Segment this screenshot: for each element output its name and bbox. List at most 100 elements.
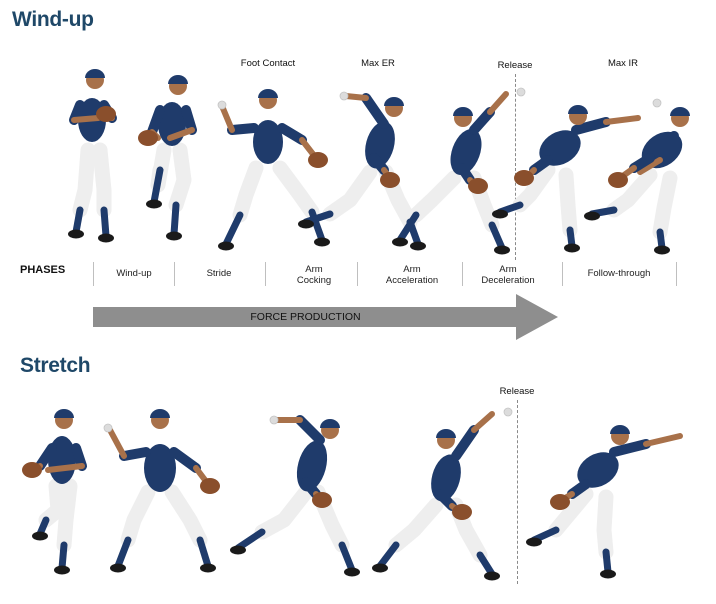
milestone-foot-contact: Foot Contact — [240, 58, 296, 69]
phase-separator — [93, 262, 94, 286]
shoe-icon — [314, 237, 330, 247]
phase-separator — [265, 262, 266, 286]
cap-icon — [150, 409, 170, 418]
release-line-windup — [515, 74, 516, 260]
phase-follow-through-line1: Follow-through — [587, 268, 651, 279]
release-line-stretch — [517, 400, 518, 584]
shoe-icon — [54, 565, 70, 575]
ball-icon — [339, 91, 349, 101]
shoe-icon — [32, 531, 48, 541]
ball-icon — [516, 87, 526, 97]
shoe-icon — [584, 211, 600, 221]
windup-figure-6 — [492, 105, 641, 253]
windup-section-title: Wind-up — [12, 8, 94, 31]
glove-icon — [380, 172, 400, 188]
cap-icon — [436, 429, 456, 438]
cap-icon — [568, 105, 588, 114]
phase-arm-acceleration: Arm Acceleration — [386, 264, 438, 286]
shoe-icon — [410, 241, 426, 251]
shoe-icon — [484, 571, 500, 581]
glove-icon — [514, 170, 534, 186]
cap-icon — [670, 107, 690, 116]
shoe-icon — [218, 241, 234, 251]
glove-icon — [468, 178, 488, 194]
phase-arm-cocking: Arm Cocking — [297, 264, 331, 286]
shoe-icon — [526, 537, 542, 547]
phase-arm-deceleration: Arm Deceleration — [481, 264, 534, 286]
phase-separator — [357, 262, 358, 286]
shoe-icon — [166, 231, 182, 241]
phase-arm-acceleration-line1: Arm — [403, 264, 421, 275]
shoe-icon — [344, 567, 360, 577]
ball-icon — [269, 415, 279, 425]
phase-arm-cocking-line1: Arm — [305, 264, 323, 275]
ball-icon — [652, 98, 662, 108]
glove-icon — [308, 152, 328, 168]
phase-arm-deceleration-line1: Arm — [499, 264, 517, 275]
shoe-icon — [200, 563, 216, 573]
milestone-release: Release — [497, 60, 533, 71]
stretch-figure-5 — [526, 425, 683, 579]
shoe-icon — [494, 245, 510, 255]
shoe-icon — [600, 569, 616, 579]
windup-figure-1 — [68, 69, 117, 243]
glove-icon — [550, 494, 570, 510]
windup-figure-7 — [584, 98, 690, 255]
stretch-figure-3 — [230, 415, 360, 577]
shoe-icon — [654, 245, 670, 255]
windup-figure-5 — [392, 87, 526, 255]
cap-icon — [610, 425, 630, 434]
milestone-max-ir: Max IR — [607, 58, 639, 69]
ball-icon — [217, 100, 227, 110]
phase-arm-deceleration-line2: Deceleration — [481, 275, 535, 286]
cap-icon — [168, 75, 188, 84]
jersey-torso — [144, 444, 176, 492]
phase-arm-cocking-line2: Cocking — [296, 275, 332, 286]
ball-icon — [103, 423, 113, 433]
stretch-section-title: Stretch — [20, 354, 91, 377]
phase-windup-line1: Wind-up — [116, 268, 152, 279]
shoe-icon — [98, 233, 114, 243]
cap-icon — [384, 97, 404, 106]
phase-follow-through: Follow-through — [588, 268, 651, 279]
phase-stride: Stride — [207, 268, 232, 279]
shoe-icon — [372, 563, 388, 573]
shoe-icon — [68, 229, 84, 239]
phases-label: PHASES — [20, 264, 66, 276]
stretch-figure-2 — [103, 409, 220, 573]
jersey-torso — [577, 452, 619, 488]
cap-icon — [320, 419, 340, 428]
phase-windup: Wind-up — [116, 268, 151, 279]
jersey-torso — [450, 128, 482, 176]
glove-icon — [452, 504, 472, 520]
jersey-torso — [253, 120, 283, 164]
windup-figure-2 — [138, 75, 197, 241]
stretch-figure-4 — [372, 407, 513, 581]
phase-separator — [676, 262, 677, 286]
glove-icon — [200, 478, 220, 494]
shoe-icon — [492, 209, 508, 219]
ball-icon — [503, 407, 513, 417]
shoe-icon — [230, 545, 246, 555]
milestone-release-stretch: Release — [499, 386, 535, 397]
force-production-label: FORCE PRODUCTION — [250, 311, 361, 323]
glove-icon — [312, 492, 332, 508]
glove-icon — [22, 462, 42, 478]
shoe-icon — [564, 243, 580, 253]
shoe-icon — [110, 563, 126, 573]
phase-separator — [174, 262, 175, 286]
glove-icon — [96, 106, 116, 122]
cap-icon — [258, 89, 278, 98]
glove-icon — [138, 130, 158, 146]
cap-icon — [85, 69, 105, 78]
shoe-icon — [298, 219, 314, 229]
shoe-icon — [392, 237, 408, 247]
stretch-figure-1 — [22, 409, 87, 575]
shoe-icon — [146, 199, 162, 209]
cap-icon — [54, 409, 74, 418]
glove-icon — [608, 172, 628, 188]
cap-icon — [453, 107, 473, 116]
milestone-max-er: Max ER — [361, 58, 395, 69]
phase-separator — [462, 262, 463, 286]
